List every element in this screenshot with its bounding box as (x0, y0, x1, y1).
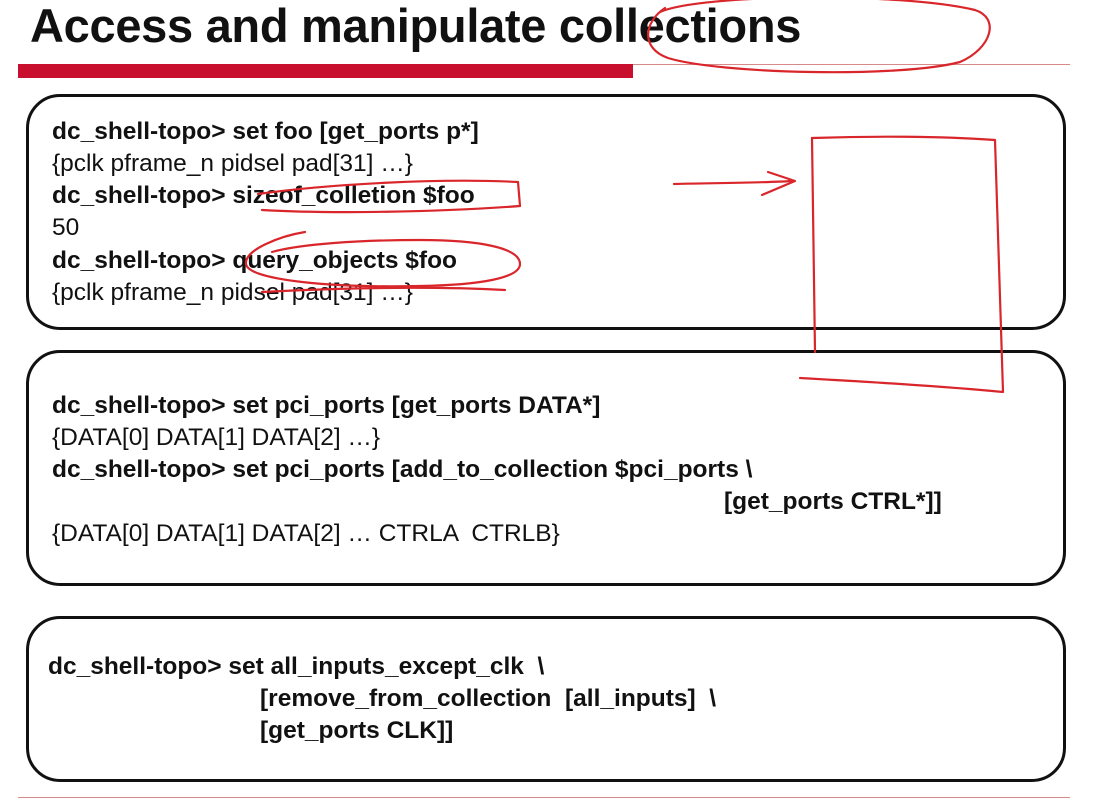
slide-title: Access and manipulate collections (30, 0, 802, 52)
shell-command-line: dc_shell-topo> query_objects $foo (52, 247, 458, 274)
shell-output-line: 50 (52, 214, 80, 241)
shell-command-line: dc_shell-topo> set all_inputs_except_clk… (48, 653, 545, 680)
shell-command-line: dc_shell-topo> set pci_ports [get_ports … (52, 392, 601, 419)
shell-command-line: dc_shell-topo> set pci_ports [add_to_col… (52, 456, 753, 483)
shell-command-continuation: [remove_from_collection [all_inputs] \ (260, 685, 717, 712)
shell-command-line: dc_shell-topo> sizeof_colletion $foo (52, 182, 475, 209)
shell-output-line: {DATA[0] DATA[1] DATA[2] … CTRLA CTRLB} (52, 520, 560, 547)
shell-output-line: {pclk pframe_n pidsel pad[31] …} (52, 150, 413, 177)
shell-command-continuation: [get_ports CTRL*]] (724, 488, 942, 515)
code-panel-remove-from-collection (26, 616, 1066, 782)
footer-rule (18, 797, 1070, 798)
shell-output-line: {pclk pframe_n pidsel pad[31] …} (52, 279, 413, 306)
shell-command-continuation: [get_ports CLK]] (260, 717, 454, 744)
shell-output-line: {DATA[0] DATA[1] DATA[2] …} (52, 424, 381, 451)
shell-command-line: dc_shell-topo> set foo [get_ports p*] (52, 118, 479, 145)
title-underline-rule (633, 64, 1070, 65)
title-underline-bar (18, 64, 633, 78)
